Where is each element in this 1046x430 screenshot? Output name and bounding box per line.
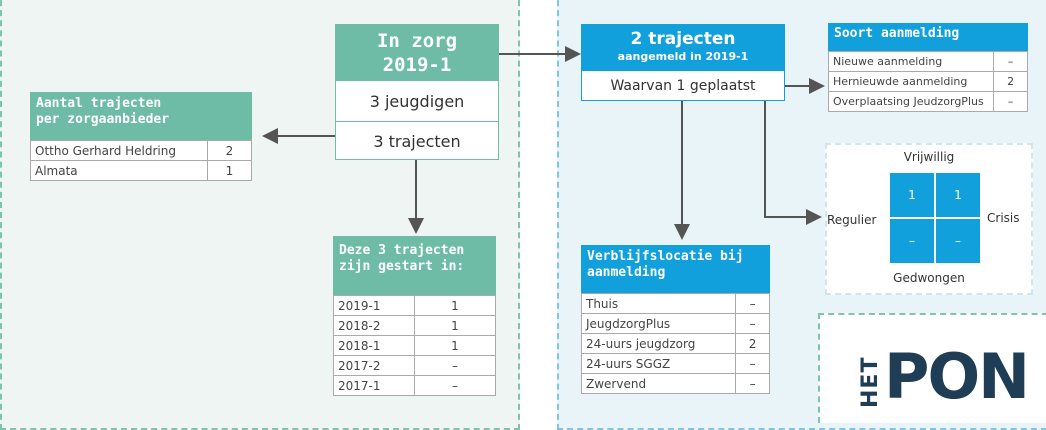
- row-value: 2: [993, 71, 1028, 92]
- trajecten-count: 3 trajecten: [373, 132, 461, 151]
- row-label: JeugdzorgPlus: [580, 313, 737, 334]
- row-value: –: [735, 313, 770, 334]
- geplaatst-count: Waarvan 1 geplaatst: [610, 77, 756, 94]
- row-value: –: [993, 51, 1028, 72]
- row-value: 2: [735, 333, 770, 354]
- row-value: –: [993, 91, 1028, 112]
- arrow-to-matrix: [764, 100, 822, 225]
- row-label: 2018-2: [333, 315, 415, 336]
- aangemeld-box: 2 trajecten aangemeld in 2019-1 Waarvan …: [581, 24, 785, 101]
- row-label: Thuis: [580, 293, 737, 314]
- verblijf-title: Verblijfslocatie bij aanmelding: [581, 245, 770, 293]
- matrix-panel: Vrijwillig Gedwongen Regulier Crisis 1 1…: [825, 143, 1033, 295]
- row-value: –: [735, 293, 770, 314]
- matrix-bottom-label: Gedwongen: [893, 271, 965, 285]
- gestart-table: Deze 3 trajecten zijn gestart in: 2019-1…: [333, 236, 496, 396]
- zorgaanbieder-table: Aantal trajecten per zorgaanbieder Ottho…: [30, 92, 253, 181]
- table-row: Nieuwe aanmelding–: [827, 51, 1028, 72]
- row-value: –: [414, 375, 496, 396]
- table-row: 24-uurs SGGZ–: [580, 353, 770, 374]
- matrix-left-label: Regulier: [827, 213, 877, 227]
- matrix-right-label: Crisis: [987, 211, 1020, 225]
- logo-side-text: HET: [858, 356, 883, 408]
- gestart-title: Deze 3 trajecten zijn gestart in:: [333, 236, 496, 295]
- soort-title: Soort aanmelding: [828, 23, 1028, 51]
- table-row: Almata 1: [30, 160, 253, 181]
- soort-table: Soort aanmelding Nieuwe aanmelding– Hern…: [827, 23, 1028, 112]
- het-pon-logo: HET PON: [858, 338, 1046, 418]
- row-label: 2019-1: [333, 295, 415, 316]
- matrix-cell: 1: [890, 173, 934, 217]
- table-row: JeugdzorgPlus–: [580, 313, 770, 334]
- table-row: 2017-1–: [333, 375, 496, 396]
- row-value: 1: [414, 315, 496, 336]
- matrix-top-label: Vrijwillig: [903, 150, 955, 164]
- row-value: 1: [206, 160, 253, 181]
- connector-arrows: [262, 46, 825, 240]
- row-label: 2017-1: [333, 375, 415, 396]
- in-zorg-box: In zorg 2019-1 3 jeugdigen 3 trajecten: [335, 24, 499, 160]
- row-label: Nieuwe aanmelding: [827, 51, 995, 72]
- row-value: –: [735, 353, 770, 374]
- matrix-cell: –: [936, 219, 980, 263]
- row-value: –: [735, 373, 770, 394]
- aangemeld-title: 2 trajecten: [630, 29, 736, 49]
- aangemeld-subtitle: aangemeld in 2019-1: [617, 50, 749, 63]
- table-row: 2017-2–: [333, 355, 496, 376]
- matrix-cell: –: [890, 219, 934, 263]
- table-row: Ottho Gerhard Heldring 2: [30, 140, 253, 161]
- row-label: Ottho Gerhard Heldring: [30, 140, 208, 161]
- row-label: 24-uurs jeugdzorg: [580, 333, 737, 354]
- logo-corner: [818, 313, 1046, 423]
- row-label: 2018-1: [333, 335, 415, 356]
- matrix-cell: 1: [936, 173, 980, 217]
- table-row: Thuis–: [580, 293, 770, 314]
- row-value: 1: [414, 295, 496, 316]
- zorgaanbieder-title: Aantal trajecten per zorgaanbieder: [30, 92, 252, 140]
- row-label: Zwervend: [580, 373, 737, 394]
- logo-main-text: PON: [884, 340, 1030, 413]
- in-zorg-title: In zorg 2019-1: [336, 25, 498, 81]
- table-row: Overplaatsing JeudzorgPlus–: [827, 91, 1028, 112]
- table-row: Zwervend–: [580, 373, 770, 394]
- row-label: Hernieuwde aanmelding: [827, 71, 995, 92]
- row-value: –: [414, 355, 496, 376]
- row-label: 2017-2: [333, 355, 415, 376]
- row-value: 2: [206, 140, 253, 161]
- verblijf-table: Verblijfslocatie bij aanmelding Thuis– J…: [580, 245, 770, 394]
- row-label: Almata: [30, 160, 208, 181]
- row-label: 24-uurs SGGZ: [580, 353, 737, 374]
- matrix-grid: 1 1 – –: [890, 173, 980, 263]
- row-label: Overplaatsing JeudzorgPlus: [827, 91, 995, 112]
- jeugdigen-count: 3 jeugdigen: [336, 81, 498, 122]
- row-value: 1: [414, 335, 496, 356]
